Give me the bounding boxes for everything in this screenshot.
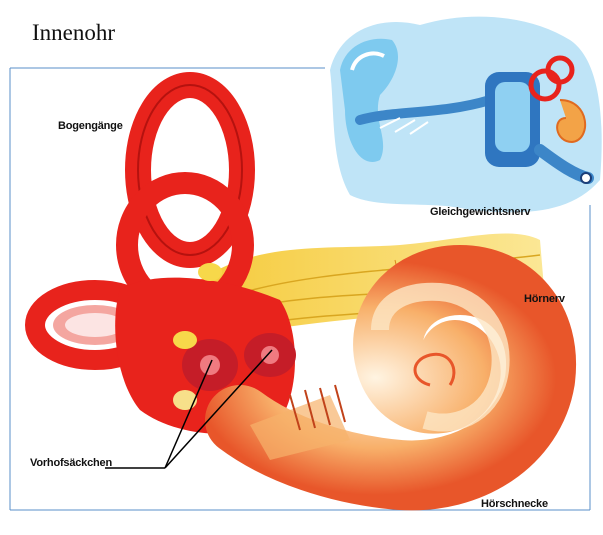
label-auditory-nerve: Hörnerv	[524, 293, 565, 305]
label-cochlea: Hörschnecke	[481, 498, 548, 510]
label-semicircular-canals: Bogengänge	[58, 120, 123, 132]
label-vestibular-nerve: Gleichgewichtsnerv	[430, 206, 530, 218]
outer-ear-inset	[330, 17, 602, 213]
label-vestibular-sacs: Vorhofsäckchen	[30, 457, 112, 469]
